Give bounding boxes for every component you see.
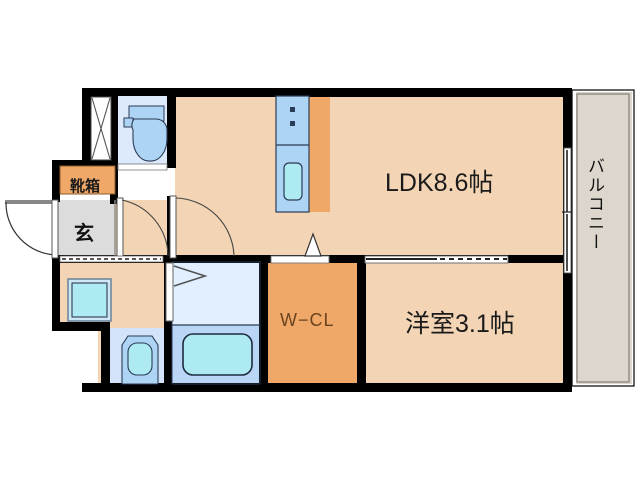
- toilet-lower: [121, 335, 159, 385]
- wall-left-entry: [52, 160, 60, 202]
- bathroom-door-swing: [173, 265, 208, 287]
- bathtub: [182, 333, 253, 376]
- wcl-door-fold-symbol: [304, 232, 322, 257]
- kitchen: [275, 95, 310, 213]
- wall-bath-wcl: [259, 262, 268, 392]
- toilet-lower-bowl: [127, 342, 153, 376]
- room-label-walk-in-closet: W−CL: [280, 310, 335, 330]
- room-label-genkan: 玄: [74, 223, 94, 245]
- kitchen-sink-basin: [283, 162, 303, 201]
- balcony-floor: [576, 92, 632, 384]
- entrance-door-panel: [5, 200, 55, 204]
- bedroom-sliding-door: [364, 255, 509, 264]
- toilet-upper-door-sill: [117, 163, 168, 171]
- washbasin-bowl: [71, 282, 108, 318]
- toilet-upper: [117, 96, 168, 171]
- entrance-door: [5, 199, 59, 259]
- room-label-balcony: バルコニー: [585, 157, 604, 252]
- wall-left-lower-step: [52, 322, 110, 331]
- stove-burner-1: [290, 107, 295, 112]
- room-label-bedroom: 洋室3.1帖: [405, 310, 515, 338]
- wcl-door: [270, 232, 330, 264]
- storage-closet: [90, 96, 112, 161]
- balcony-sliding-window: [562, 147, 572, 274]
- wall-washroom-bath: [164, 262, 172, 392]
- wall-toilet-left: [110, 88, 118, 166]
- hall-door-leaf: [116, 197, 124, 259]
- wall-bottom: [82, 383, 571, 392]
- ldk-door-leaf: [169, 195, 177, 259]
- wall-genkan-hall: [110, 196, 118, 204]
- wall-left-lower-vert: [101, 322, 110, 392]
- wall-wcl-bedroom: [357, 262, 366, 392]
- storage-closet-x2: [91, 97, 111, 160]
- wall-left-upper: [82, 88, 91, 163]
- ldk-floor: [175, 96, 565, 256]
- wcl-floor: [268, 262, 358, 384]
- wall-hall-washroom-right: [167, 255, 267, 263]
- bathroom-outline: [171, 261, 261, 385]
- wall-corridor-ldk: [167, 88, 176, 168]
- room-label-shoebox: 靴箱: [70, 178, 101, 195]
- bathroom-door-leaf: [165, 262, 174, 322]
- wall-top: [82, 88, 571, 97]
- room-label-ldk: LDK8.6帖: [385, 169, 494, 197]
- shoebox: [59, 165, 116, 195]
- wall-left-shoebox-top: [52, 160, 115, 168]
- bedroom-floor: [366, 262, 565, 384]
- balcony-inner-outline: [576, 93, 630, 383]
- bathroom: [165, 261, 261, 385]
- wcl-door-sill: [270, 255, 330, 264]
- washroom-window: [59, 255, 164, 263]
- wall-left-bottom: [101, 383, 161, 392]
- ldk-entry-door: [169, 195, 235, 259]
- hall-door-swing: [121, 199, 169, 257]
- wall-left-mid: [52, 255, 60, 330]
- kitchen-counter-fill: [308, 96, 330, 212]
- stove-burner-2: [290, 121, 295, 126]
- entrance-door-leaf: [51, 199, 59, 259]
- shoebox-outline: [59, 165, 116, 195]
- washbasin: [67, 278, 112, 322]
- toilet-upper-bowl: [131, 118, 168, 162]
- ldk-door-swing: [175, 197, 235, 257]
- entrance-door-swing: [5, 201, 57, 256]
- genkan-floor: [57, 200, 115, 262]
